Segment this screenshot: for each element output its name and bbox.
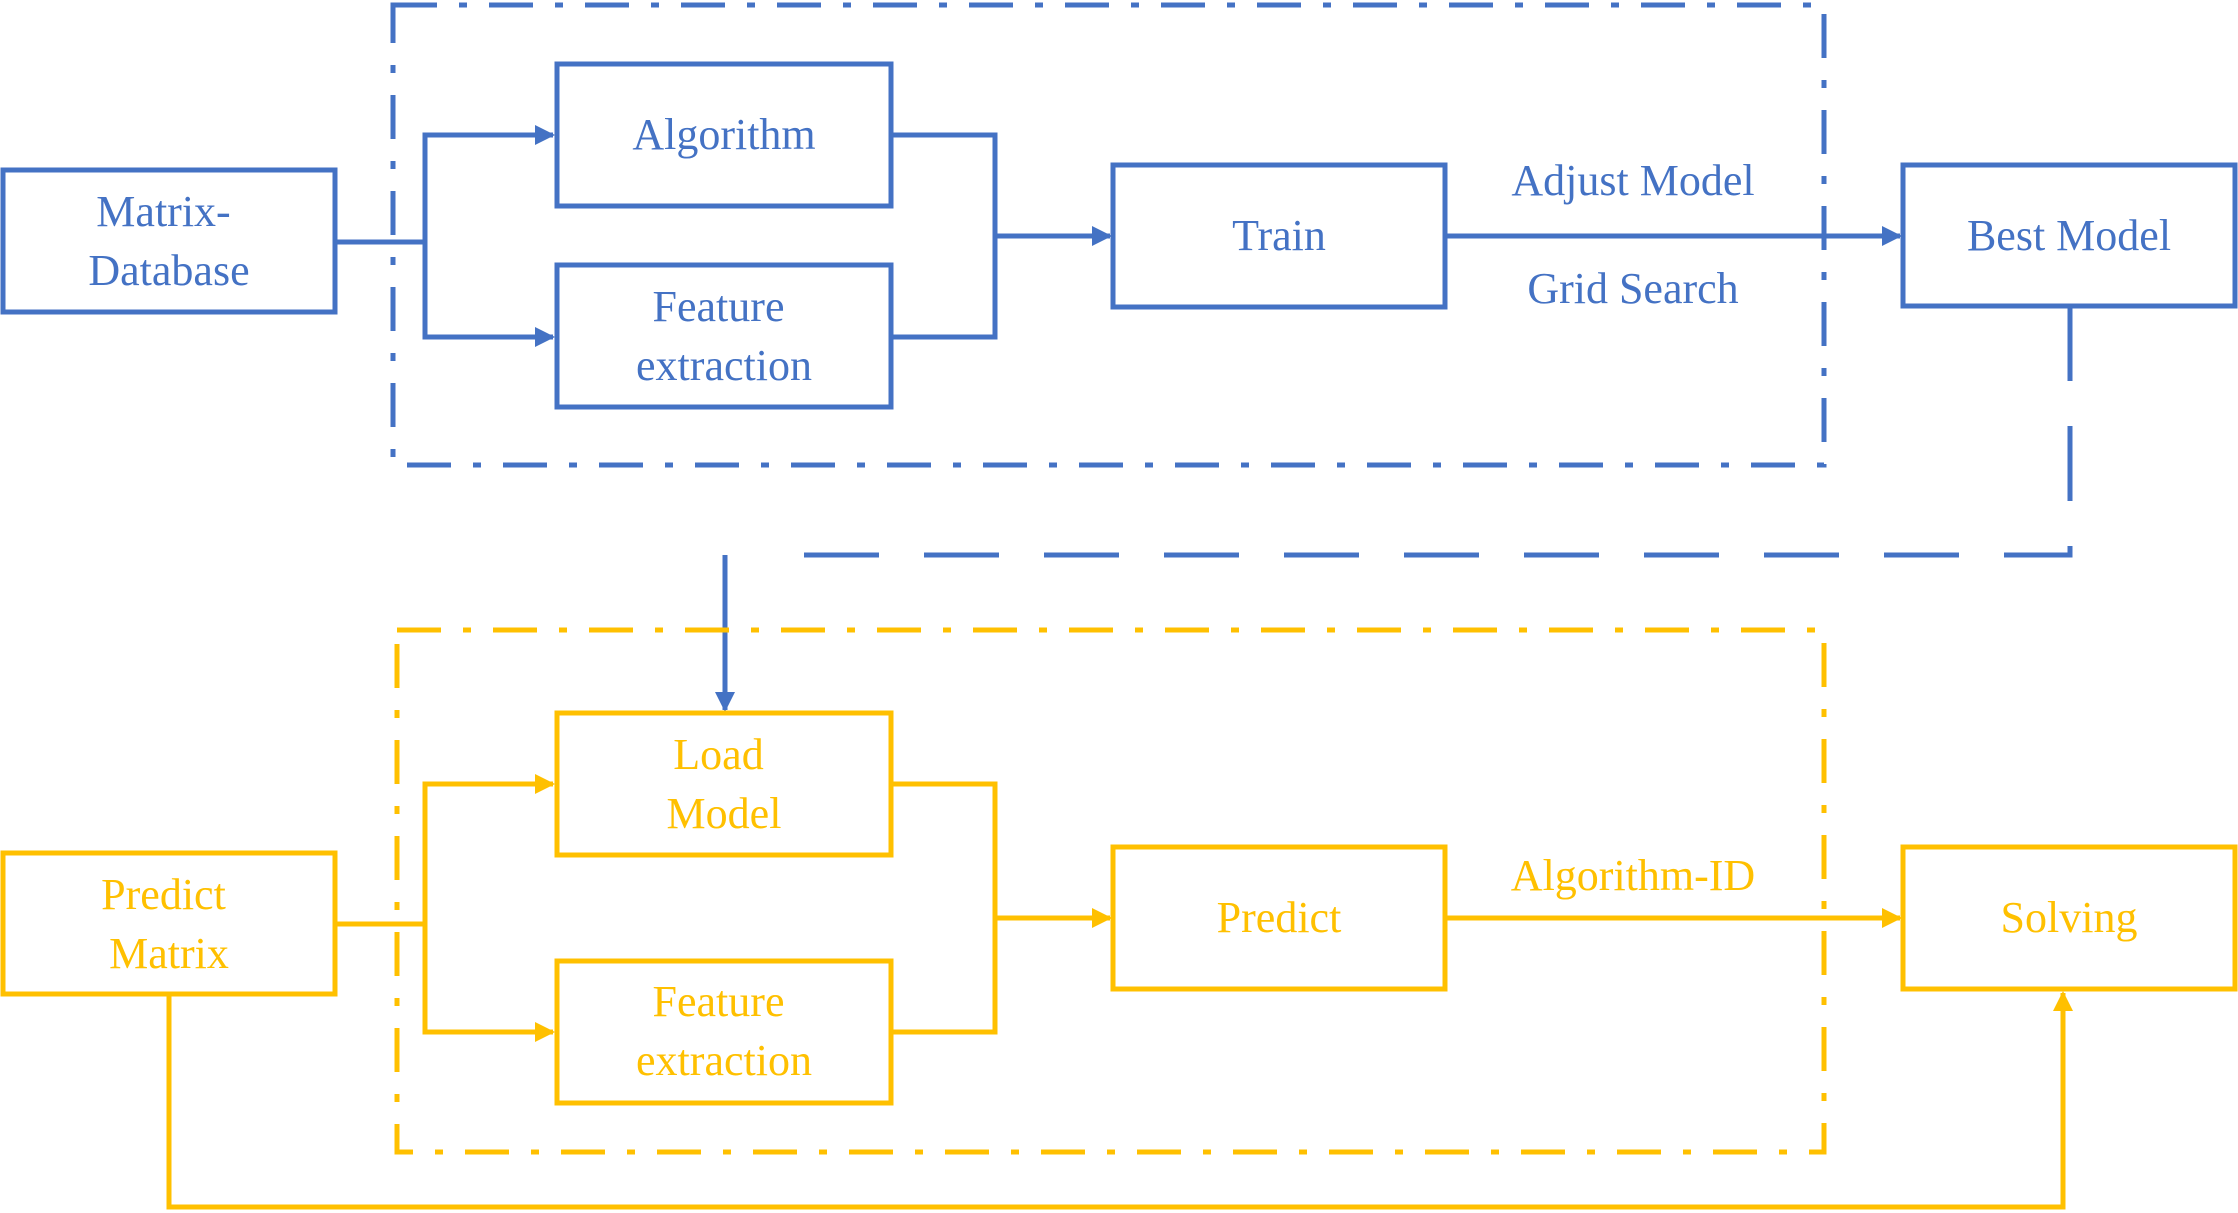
solving-box <box>1900 844 2238 992</box>
best-model-label: Best Model <box>1967 211 2171 260</box>
prediction-section <box>0 627 2238 1210</box>
matrix-database-box <box>0 167 338 315</box>
prediction-group-boundary <box>394 627 1827 1155</box>
predict-matrix-label-line2: Matrix <box>109 929 229 978</box>
load-model-label-line2: Model <box>667 789 782 838</box>
prediction-text: Predict Matrix Load Model Feature extrac… <box>101 730 2137 1085</box>
predict-label: Predict <box>1217 893 1342 942</box>
train-label: Train <box>1232 211 1326 260</box>
training-text: Matrix- Database Algorithm Feature extra… <box>88 110 2171 390</box>
predict-matrix-label-line1: Predict <box>101 870 226 919</box>
matrix-database-label-line1: Matrix- <box>96 187 230 236</box>
feature-extraction-train-label-line1: Feature <box>653 282 785 331</box>
adjust-model-label: Adjust Model <box>1511 156 1754 205</box>
best-model-box <box>1900 162 2238 309</box>
edge-best-model-to-load-model <box>790 306 2073 558</box>
edge-predict-matrix-to-solving <box>166 991 2073 1210</box>
matrix-database-label-line2: Database <box>88 246 249 295</box>
edge-load-model-to-merge <box>891 781 998 1035</box>
feature-extraction-train-label: Feature extraction <box>636 282 812 390</box>
load-model-label-line1: Load <box>673 730 763 779</box>
feature-extraction-predict-box <box>554 958 894 1106</box>
feature-extraction-train-box <box>554 262 894 410</box>
predict-matrix-box <box>0 850 338 997</box>
train-box <box>1110 162 1448 310</box>
edge-fork-to-feature-extraction <box>422 242 555 347</box>
matrix-database-label: Matrix- Database <box>88 187 249 295</box>
feature-extraction-predict-label-line1: Feature <box>653 977 785 1026</box>
edge-algorithm-to-merge <box>891 132 998 340</box>
algorithm-id-label: Algorithm-ID <box>1511 851 1755 900</box>
load-model-box <box>554 710 894 858</box>
algorithm-box <box>554 61 894 209</box>
predict-matrix-label: Predict Matrix <box>101 870 237 978</box>
edge-fork-to-load-model <box>422 774 555 924</box>
feature-extraction-train-label-line2: extraction <box>636 341 812 390</box>
edge-fork-to-feature-extraction-predict <box>422 924 555 1042</box>
algorithm-label: Algorithm <box>632 110 815 159</box>
edge-fork-to-algorithm <box>422 125 555 242</box>
feature-extraction-predict-label-line2: extraction <box>636 1036 812 1085</box>
predict-box <box>1110 844 1448 992</box>
solving-label: Solving <box>2001 893 2138 942</box>
load-model-label: Load Model <box>667 730 782 838</box>
grid-search-label: Grid Search <box>1527 264 1738 313</box>
feature-extraction-predict-label: Feature extraction <box>636 977 812 1085</box>
training-section <box>0 2 2238 712</box>
